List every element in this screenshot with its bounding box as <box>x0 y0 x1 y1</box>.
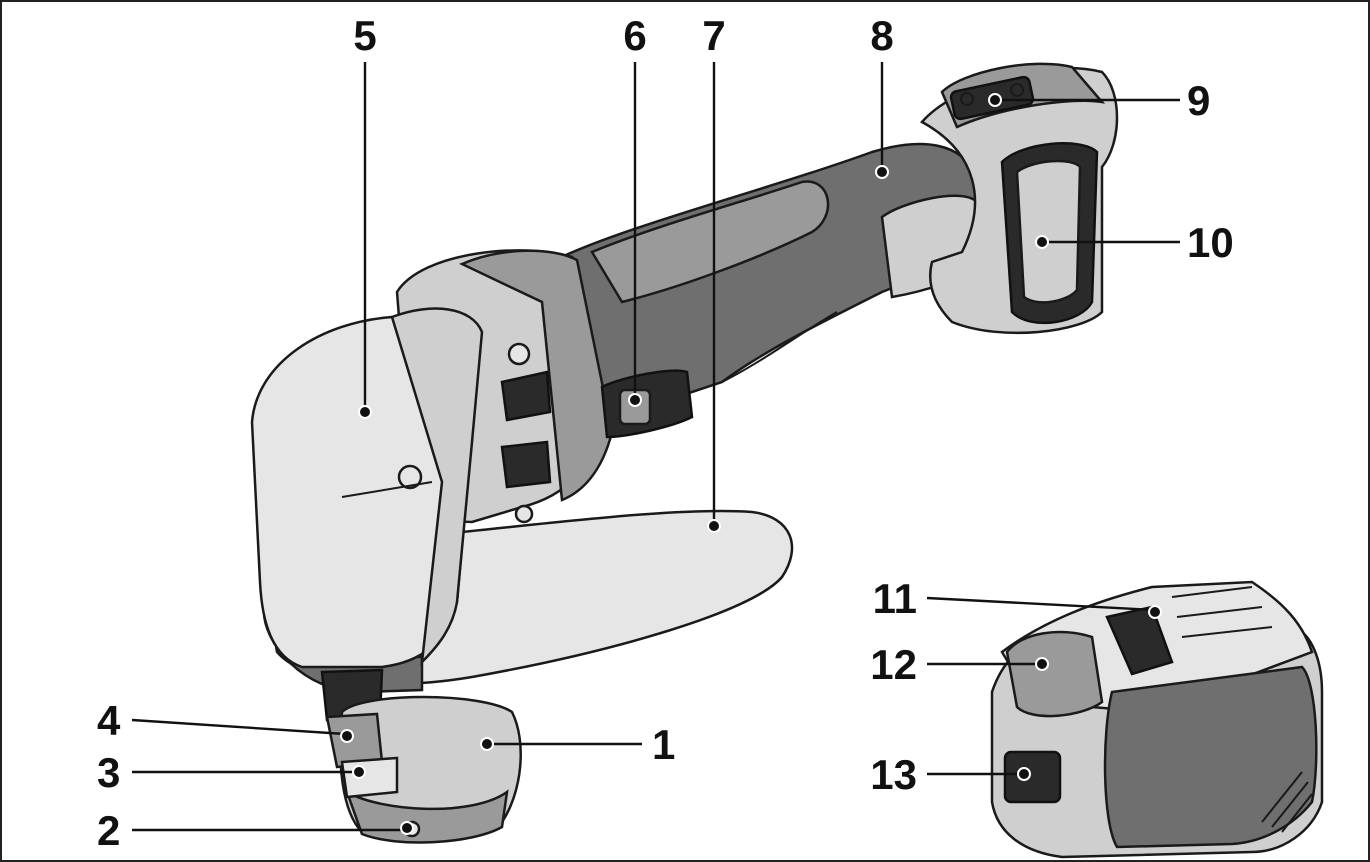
battery-pack <box>990 580 1324 859</box>
battery-side-panel <box>1103 665 1318 849</box>
label-7: 7 <box>702 12 725 59</box>
vent-lower <box>500 440 552 489</box>
leader-dot-4 <box>340 729 354 743</box>
leader-dot-8 <box>875 165 889 179</box>
head-groove <box>341 481 433 498</box>
grip-insert <box>590 180 830 304</box>
label-6: 6 <box>623 12 646 59</box>
label-13: 13 <box>870 751 917 798</box>
screw-head <box>397 464 423 490</box>
callout-numbers: 5 6 7 8 9 10 1 2 3 4 11 12 13 <box>97 12 1234 854</box>
indicator-led-right <box>1010 83 1024 97</box>
shear-tool <box>250 62 1119 844</box>
battery-rails <box>1171 586 1273 638</box>
indicator-led-left <box>960 92 974 106</box>
leader-dot-9 <box>988 93 1002 107</box>
leader-lines <box>131 62 1180 835</box>
blade <box>340 756 399 799</box>
label-5: 5 <box>353 12 376 59</box>
label-2: 2 <box>97 807 120 854</box>
leader-dot-12 <box>1035 657 1049 671</box>
work-light-lens <box>1015 159 1082 304</box>
battery-contacts <box>1105 605 1174 676</box>
leader-dot-10 <box>1035 235 1049 249</box>
leader-4 <box>131 718 346 736</box>
gear-head-side <box>390 307 484 666</box>
grip-lower-ridge <box>721 311 838 383</box>
label-3: 3 <box>97 749 120 796</box>
battery-grip-ribs <box>1261 771 1313 833</box>
label-8: 8 <box>870 12 893 59</box>
label-12: 12 <box>870 641 917 688</box>
label-11: 11 <box>873 575 917 622</box>
screw-motor-top <box>507 342 531 366</box>
leader-dot-2 <box>400 821 414 835</box>
leader-dot-13 <box>1017 767 1031 781</box>
leader-dot-5 <box>358 405 372 419</box>
label-9: 9 <box>1187 77 1210 124</box>
label-10: 10 <box>1187 219 1234 266</box>
motor-front-band <box>458 249 614 502</box>
label-1: 1 <box>652 721 675 768</box>
vent-upper <box>500 370 552 422</box>
leader-dot-6 <box>628 393 642 407</box>
leader-11 <box>926 596 1156 612</box>
leader-dot-11 <box>1148 605 1162 619</box>
leader-dot-1 <box>480 737 494 751</box>
leader-dot-7 <box>707 519 721 533</box>
release-button <box>1005 630 1104 718</box>
charge-indicator <box>1003 750 1062 804</box>
screw-motor-bottom <box>514 504 534 524</box>
label-4: 4 <box>97 697 121 744</box>
leader-dot-3 <box>352 765 366 779</box>
